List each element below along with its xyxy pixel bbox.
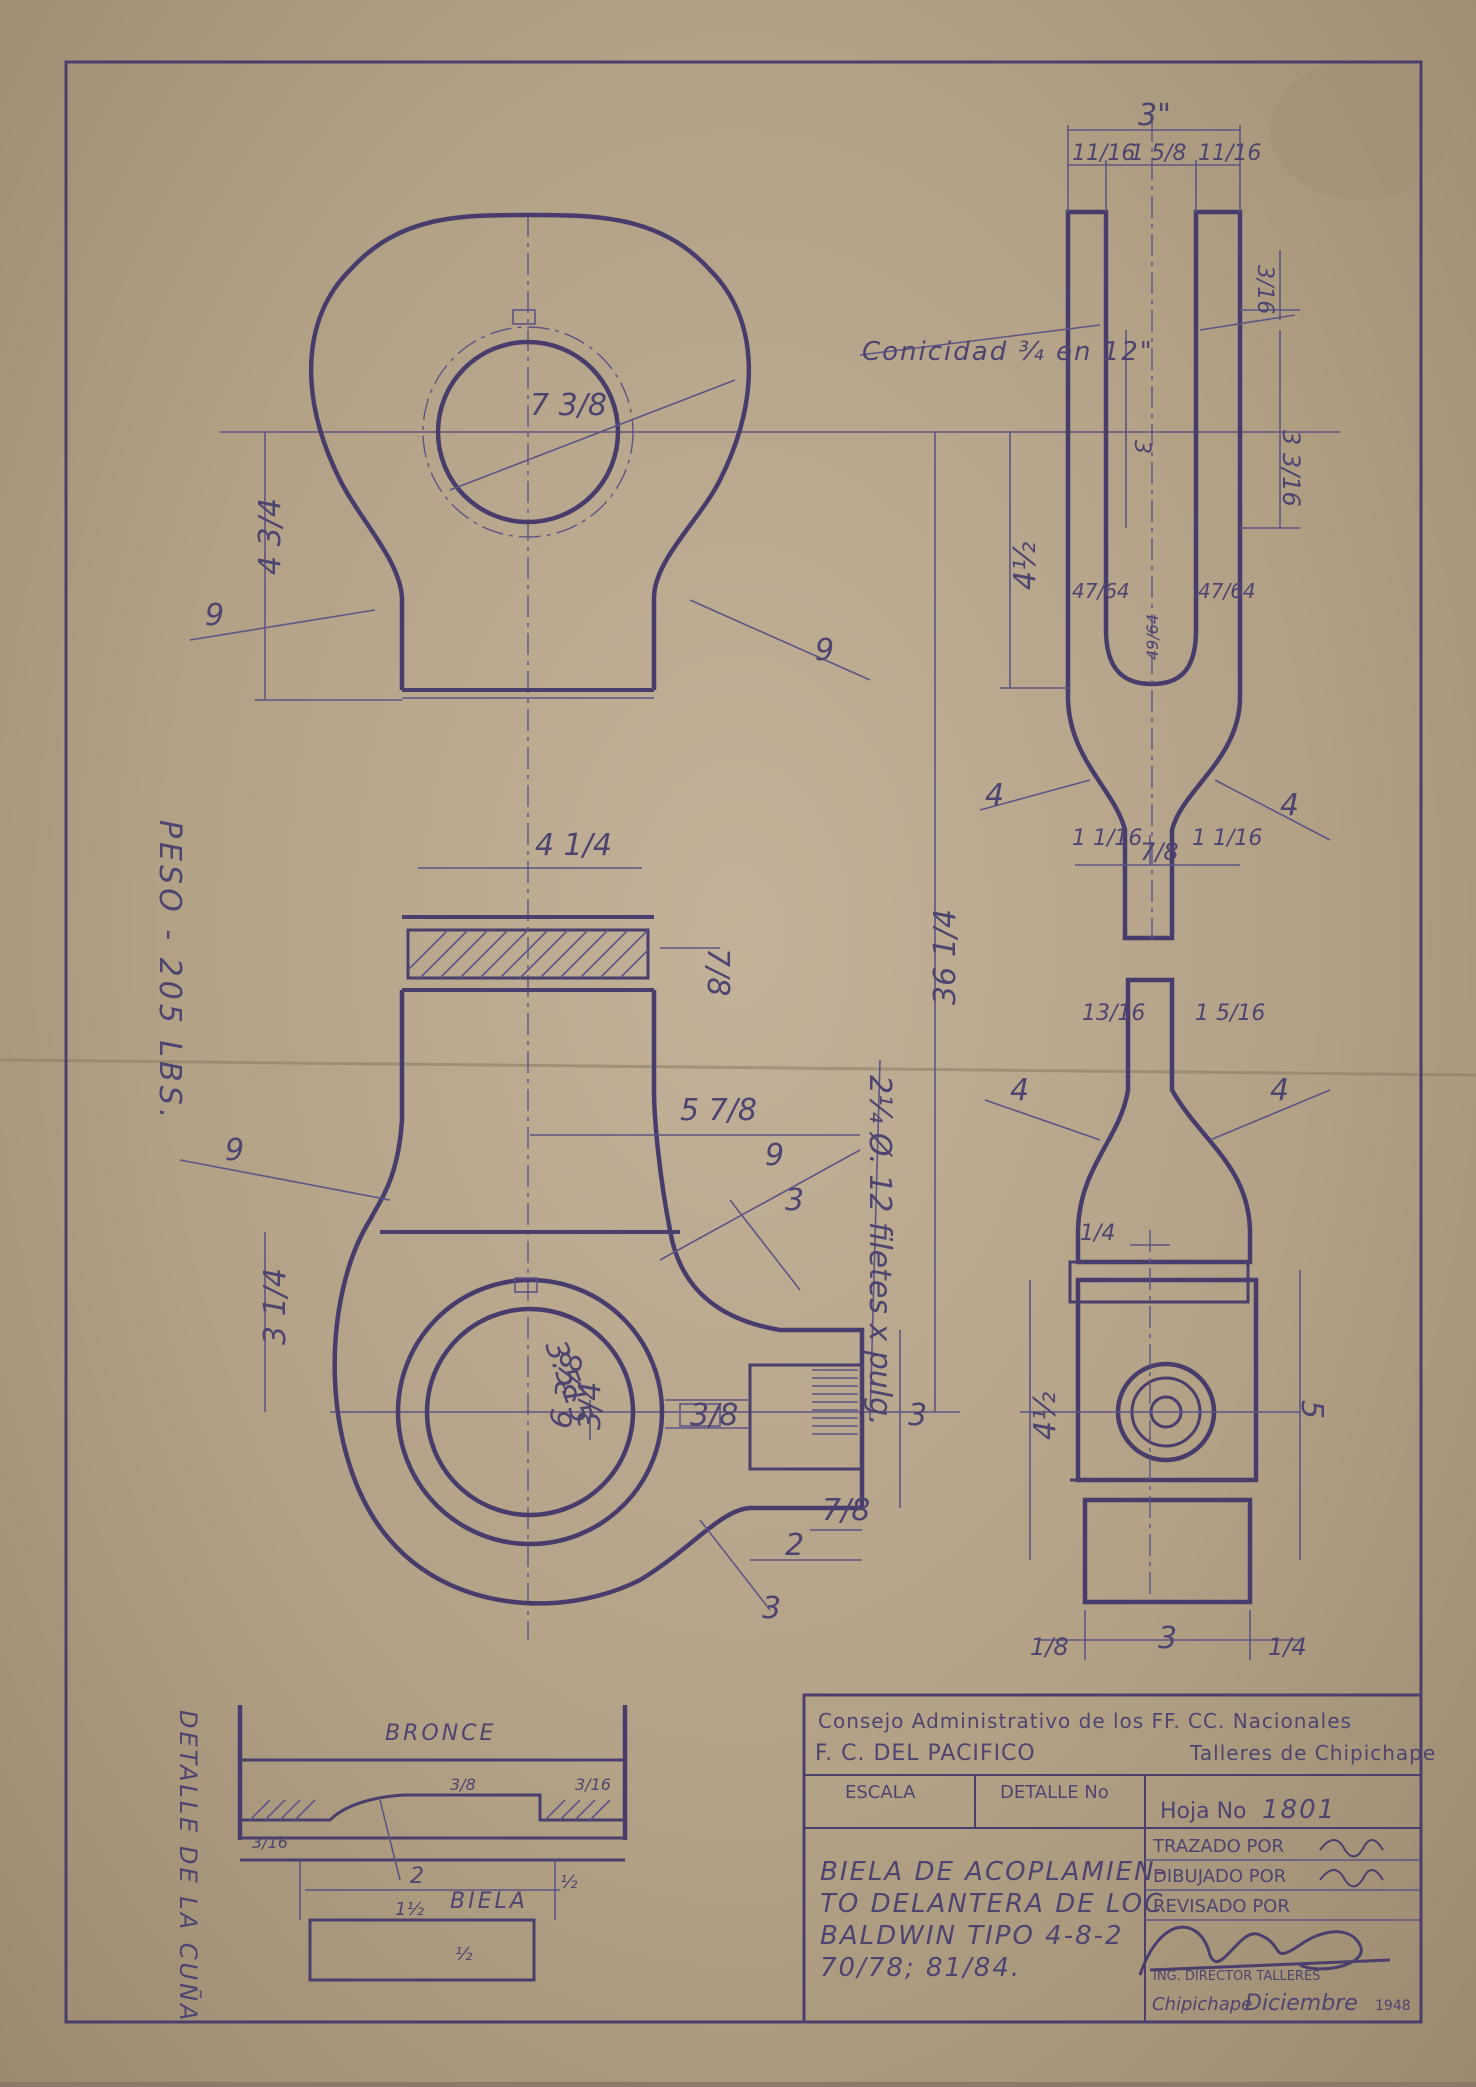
stain (1270, 60, 1450, 200)
dim-4d: 4 (1270, 1073, 1289, 1108)
dim-4-3-4: 4 3/4 (253, 498, 288, 575)
dim-36-1-4: 36 1/4 (928, 909, 963, 1005)
hoja-value: 1801 (1262, 1795, 1336, 1825)
trazado-label: TRAZADO POR (1152, 1836, 1284, 1857)
paper-fold (0, 1058, 1476, 1077)
wedge-dim-3-16b: 3/16 (575, 1775, 611, 1794)
dim-4b: 4 (1280, 788, 1299, 823)
dim-4a: 4 (985, 778, 1004, 813)
dim-7-8: 7/8 (1140, 838, 1179, 866)
org-line-2-right: Talleres de Chipichape (1189, 1741, 1436, 1765)
dim-1-1-16a: 1 1/16 (1072, 826, 1142, 851)
weight-note: PESO - 205 LBS. (152, 820, 187, 1122)
wedge-dim-half-b: ½ (560, 1872, 578, 1893)
rod-elevation (179, 212, 1340, 1640)
revisado-label: REVISADO POR (1153, 1896, 1290, 1917)
wedge-dim-3-16a: 3/16 (252, 1833, 288, 1852)
dim-3-16: 3/16 (1252, 265, 1277, 314)
fork-side-view (859, 120, 1331, 945)
title-line-4: 70/78; 81/84. (820, 1953, 1021, 1983)
wedge-dim-half-c: ½ (455, 1944, 473, 1965)
dim-3c: 3 (762, 1591, 781, 1626)
bronce-label: BRONCE (385, 1721, 496, 1746)
dim-1-8: 1/8 (1030, 1633, 1069, 1661)
dim-3: 3 (1129, 440, 1154, 454)
dim-3-3-16: 3 3/16 (1277, 430, 1305, 507)
title-block-frame (802, 1693, 1423, 2024)
dim-4-1-4: 4 1/4 (535, 828, 612, 863)
month-label: Diciembre (1245, 1991, 1358, 2016)
title-line-3: BALDWIN TIPO 4-8-2 (820, 1921, 1124, 1951)
escala-label: ESCALA (845, 1782, 916, 1803)
dim-1-4: 1/4 (1080, 1221, 1115, 1246)
wedge-dim-3-8: 3/8 (450, 1775, 476, 1794)
dim-4-half: 4½ (1008, 542, 1043, 590)
director-label: ING. DIRECTOR TALLERES (1153, 1969, 1320, 1984)
dim-3-4: 3/4 (573, 1382, 608, 1430)
biela-label: BIELA (450, 1889, 528, 1914)
dim-49-64: 49/64 (1143, 614, 1162, 660)
dim-9c: 9 (225, 1133, 244, 1168)
dim-13-16: 13/16 (1082, 1001, 1145, 1026)
dim-11-16a: 11/16 (1072, 141, 1135, 166)
wedge-dim-1-half-a: 1½ (395, 1899, 424, 1920)
dim-9a: 9 (205, 598, 224, 633)
dim-3-8: 3/8 (690, 1398, 738, 1433)
dim-1-4b: 1/4 (1268, 1633, 1307, 1661)
org-line-1: Consejo Administrativo de los FF. CC. Na… (818, 1709, 1352, 1733)
dim-47-64a: 47/64 (1072, 579, 1130, 603)
lower-end-view (984, 977, 1331, 1660)
thread-note: 2¼ Ø. 12 filetes x pulg. (862, 1075, 897, 1426)
dim-47-64b: 47/64 (1198, 579, 1256, 603)
title-line-2: TO DELANTERA DE LOC (820, 1889, 1164, 1919)
dim-3d: 3 (1158, 1621, 1177, 1656)
year-label: 1948 (1375, 1998, 1411, 2014)
wedge-detail (237, 1705, 628, 1982)
wedge-dim-2: 2 (410, 1864, 424, 1889)
dim-4c: 4 (1010, 1073, 1029, 1108)
org-line-2-left: F. C. DEL PACIFICO (815, 1741, 1036, 1766)
title-line-1: BIELA DE ACOPLAMIEN- (820, 1857, 1167, 1887)
initials-dibujado (1319, 1869, 1384, 1888)
dim-5: 5 (1294, 1400, 1329, 1419)
place-label: Chipichape (1152, 1994, 1252, 2015)
dim-4-half-b: 4½ (1028, 1392, 1063, 1440)
wedge-detail-title: DETALLE DE LA CUÑA (174, 1710, 204, 2023)
dim-1-5-8: 1 5/8 (1130, 141, 1186, 166)
dim-3a: 3 (785, 1183, 804, 1218)
dibujado-label: DIBUJADO POR (1153, 1866, 1286, 1887)
director-signature (1138, 1925, 1391, 1976)
border-frame (64, 60, 1423, 2024)
dim-5-7-8: 5 7/8 (680, 1093, 757, 1128)
initials-trazado (1319, 1839, 1384, 1858)
detalle-label: DETALLE No (1000, 1782, 1109, 1803)
dim-7-8c: 7/8 (822, 1493, 870, 1528)
dim-9b: 9 (815, 633, 834, 668)
dim-3b: 3 (908, 1398, 927, 1433)
dim-7-3-8: 7 3/8 (530, 388, 607, 423)
dim-1-5-16: 1 5/16 (1195, 1001, 1265, 1026)
dim-3-1-4: 3 1/4 (258, 1268, 293, 1345)
dim-2: 2 (785, 1528, 804, 1563)
hoja-label: Hoja No (1160, 1799, 1247, 1824)
dim-3in: 3" (1138, 98, 1171, 133)
dim-7-8b: 7/8 (700, 948, 735, 996)
dim-9d: 9 (765, 1138, 784, 1173)
conicidad-label: Conicidad ¾ en 12" (862, 337, 1154, 367)
dim-11-16b: 11/16 (1198, 141, 1261, 166)
dim-1-1-16b: 1 1/16 (1192, 826, 1262, 851)
